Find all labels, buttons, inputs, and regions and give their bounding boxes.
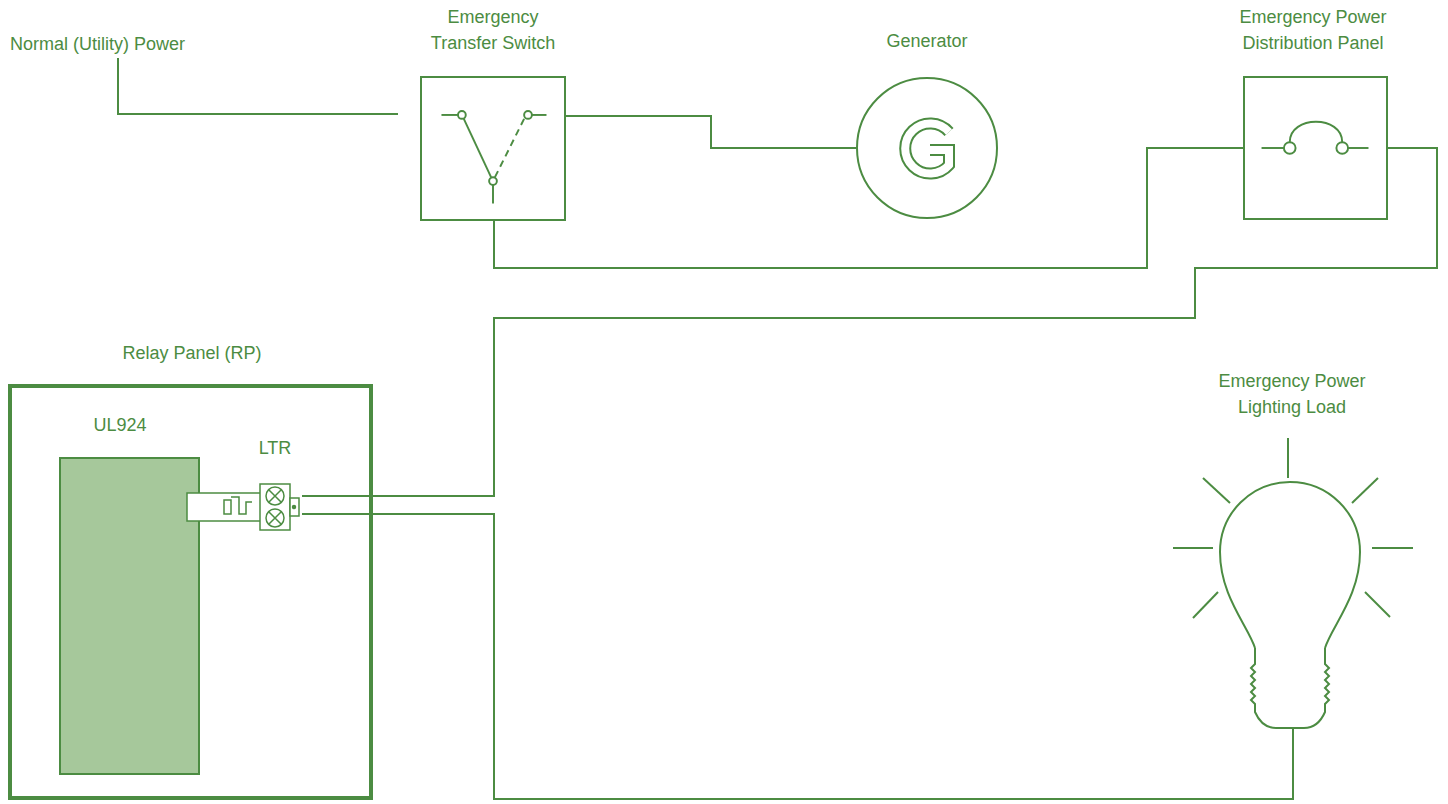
- source-label: Normal (Utility) Power: [10, 33, 185, 55]
- node-label: Emergency Power Distribution Panel: [1228, 4, 1398, 56]
- utility-feed-wire: [118, 58, 398, 114]
- shape-outline: [186, 483, 302, 531]
- node-label: UL924: [93, 412, 146, 438]
- lighting-load-bulb: Emergency Power Lighting Load: [1170, 436, 1416, 736]
- node-label: LTR: [259, 435, 292, 461]
- shape-outline: [1170, 436, 1416, 736]
- power-wire: [494, 148, 1243, 268]
- relay-panel-box: Relay Panel (RP)UL924LTR: [8, 384, 373, 800]
- node-label: Emergency Power Lighting Load: [1212, 368, 1372, 420]
- generator-circle: Generator: [856, 77, 998, 219]
- shape-outline: [422, 78, 564, 219]
- ltr-relay: LTR: [186, 483, 302, 531]
- power-wire: [302, 514, 1293, 799]
- transfer-switch-box: Emergency Transfer Switch: [420, 76, 566, 221]
- node-label: Emergency Transfer Switch: [423, 4, 563, 56]
- shape-outline: [856, 77, 998, 219]
- node-label: Relay Panel (RP): [122, 340, 261, 366]
- ul924-module: UL924: [59, 457, 200, 775]
- node-label: Generator: [886, 28, 967, 54]
- power-wire: [566, 116, 856, 148]
- power-wire: [302, 148, 1437, 496]
- distribution-panel-box: Emergency Power Distribution Panel: [1243, 76, 1388, 220]
- shape-outline: [1245, 78, 1386, 218]
